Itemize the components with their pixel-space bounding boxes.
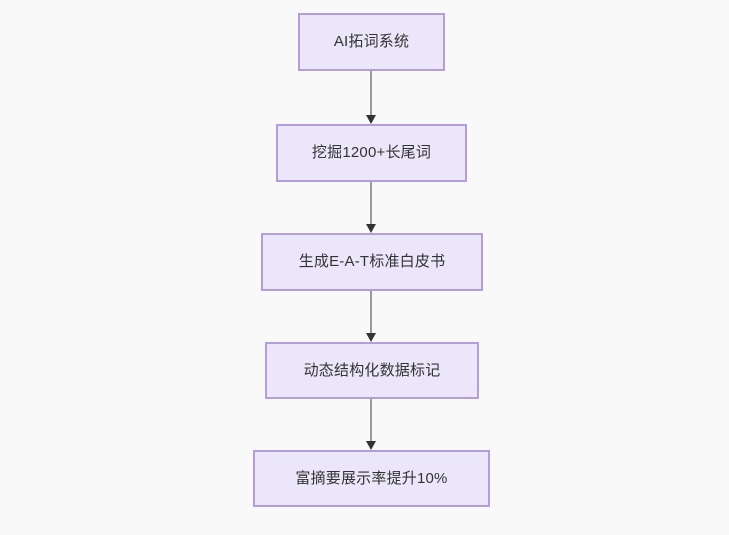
edge-line <box>370 71 372 117</box>
flow-node-generate-eat-whitepaper[interactable]: 生成E-A-T标准白皮书 <box>261 233 483 291</box>
flow-node-label: AI拓词系统 <box>333 33 410 50</box>
flow-edge-2 <box>366 182 376 233</box>
arrowhead-icon <box>366 224 376 233</box>
flow-edge-3 <box>366 291 376 342</box>
edge-line <box>370 182 372 226</box>
arrowhead-icon <box>366 333 376 342</box>
flow-node-mine-longtail-keywords[interactable]: 挖掘1200+长尾词 <box>276 124 467 182</box>
arrowhead-icon <box>366 115 376 124</box>
flow-node-label: 富摘要展示率提升10% <box>295 469 448 487</box>
edge-line <box>370 399 372 443</box>
flow-node-label: 动态结构化数据标记 <box>303 361 441 379</box>
flow-edge-4 <box>366 399 376 450</box>
flow-node-rich-snippet-rate-increase[interactable]: 富摘要展示率提升10% <box>253 450 490 507</box>
flow-node-label: 挖掘1200+长尾词 <box>311 144 432 161</box>
flow-node-dynamic-structured-data-markup[interactable]: 动态结构化数据标记 <box>265 342 479 399</box>
arrowhead-icon <box>366 441 376 450</box>
flow-edge-1 <box>366 71 376 124</box>
flow-node-label: 生成E-A-T标准白皮书 <box>298 253 446 270</box>
flow-node-ai-keyword-system[interactable]: AI拓词系统 <box>298 13 445 71</box>
edge-line <box>370 291 372 335</box>
